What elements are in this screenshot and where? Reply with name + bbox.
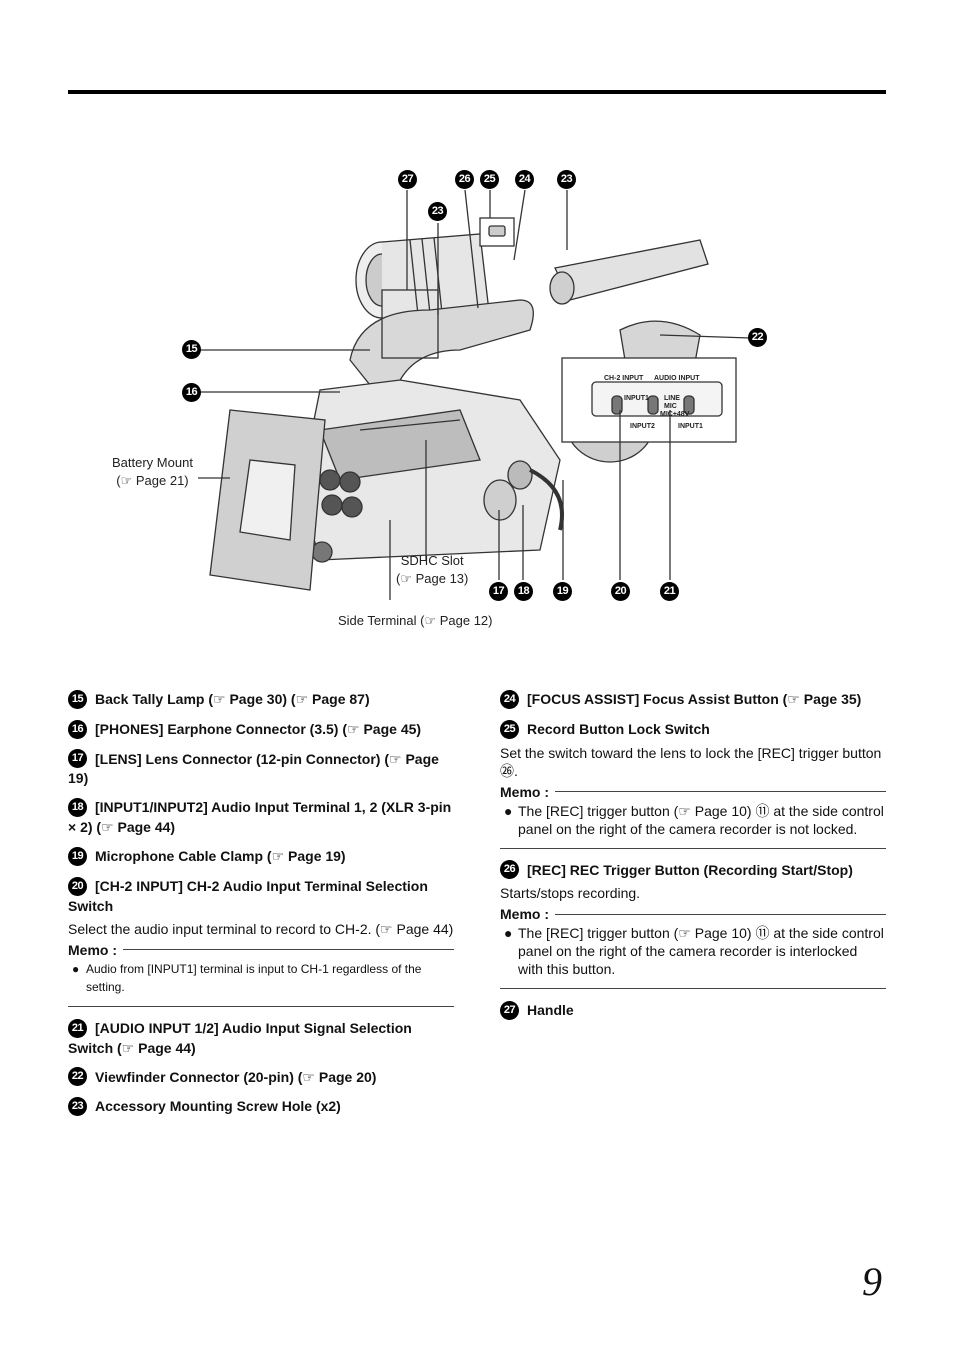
item-number: 22 <box>68 1067 87 1087</box>
item-16: 16 [PHONES] Earphone Connector (3.5) (☞ P… <box>68 719 454 740</box>
item-number: 18 <box>68 798 87 818</box>
callout-number: 24 <box>515 170 534 189</box>
item-number: 23 <box>68 1097 87 1117</box>
callout-number: 15 <box>182 340 201 359</box>
inset-ch2-label: CH-2 INPUT <box>604 375 644 382</box>
bullet-icon: ● <box>72 961 80 976</box>
memo-body: The [REC] trigger button (☞ Page 10) ⑪ a… <box>518 925 884 978</box>
memo-text: ● Audio from [INPUT1] terminal is input t… <box>68 960 454 996</box>
battery-mount-label: Battery Mount <box>112 455 193 470</box>
callout-number: 19 <box>553 582 572 601</box>
right-column: 24 [FOCUS ASSIST] Focus Assist Button (☞ … <box>500 689 886 1031</box>
side-terminal-callout: Side Terminal (☞ Page 12) <box>338 613 493 628</box>
item-title: Accessory Mounting Screw Hole (x2) <box>95 1098 341 1115</box>
item-22: 22 Viewfinder Connector (20-pin) (☞ Page … <box>68 1067 454 1088</box>
item-title: [AUDIO INPUT 1/2] Audio Input Signal Sel… <box>68 1019 412 1056</box>
item-number: 16 <box>68 719 87 739</box>
memo-title: Memo : <box>68 941 117 958</box>
item-description: Select the audio input terminal to recor… <box>68 920 454 937</box>
item-title: [FOCUS ASSIST] Focus Assist Button (☞ Pa… <box>527 691 862 707</box>
camera-illustration: CH-2 INPUT AUDIO INPUT INPUT2 INPUT1 INP… <box>100 160 800 640</box>
item-25: 25 Record Button Lock Switch Set the swit… <box>500 719 886 849</box>
item-title: Microphone Cable Clamp (☞ Page 19) <box>95 848 346 865</box>
item-title: [INPUT1/INPUT2] Audio Input Terminal 1, … <box>68 799 452 836</box>
memo-rule <box>123 949 454 951</box>
memo-body: The [REC] trigger button (☞ Page 10) ⑪ a… <box>518 802 884 837</box>
callout-number: 20 <box>611 582 630 601</box>
item-title: Record Button Lock Switch <box>527 720 710 737</box>
memo-rule <box>555 913 886 915</box>
memo-body: Audio from [INPUT1] terminal is input to… <box>86 961 422 994</box>
inset-input2-label: INPUT2 <box>630 423 655 430</box>
item-number: 27 <box>500 1001 519 1021</box>
item-26: 26 [REC] REC Trigger Button (Recording St… <box>500 860 886 990</box>
callout-number: 26 <box>455 170 474 189</box>
item-21: 21[AUDIO INPUT 1/2] Audio Input Signal S… <box>68 1018 454 1058</box>
memo-text: ● The [REC] trigger button (☞ Page 10) ⑪ … <box>500 802 886 838</box>
item-18: 18[INPUT1/INPUT2] Audio Input Terminal 1… <box>68 798 454 837</box>
item-title: Back Tally Lamp (☞ Page 30) (☞ Page 87) <box>95 691 370 707</box>
item-15: 15 Back Tally Lamp (☞ Page 30) (☞ Page 87… <box>68 689 454 710</box>
memo-box: Memo : ● Audio from [INPUT1] terminal is … <box>68 942 454 1007</box>
callout-number: 17 <box>489 582 508 601</box>
item-description: Set the switch toward the lens to lock t… <box>500 744 882 779</box>
item-title: [PHONES] Earphone Connector (3.5) (☞ Pag… <box>95 720 422 737</box>
memo-text: ● The [REC] trigger button (☞ Page 10) ⑪ … <box>500 924 886 978</box>
sdhc-slot-callout: SDHC Slot (☞ Page 13) <box>396 552 468 588</box>
inset-mic48-label: MIC+48V <box>660 411 690 418</box>
callout-number: 25 <box>480 170 499 189</box>
item-number: 15 <box>68 689 87 709</box>
callout-number: 23 <box>557 170 576 189</box>
header-rule <box>68 90 886 94</box>
item-title: [REC] REC Trigger Button (Recording Star… <box>527 861 853 878</box>
item-title: Handle <box>527 1002 574 1019</box>
inset-mic-label: MIC <box>664 403 677 410</box>
bullet-icon: ● <box>504 802 513 819</box>
inset-audio-label: AUDIO INPUT <box>654 375 700 382</box>
item-title: Viewfinder Connector (20-pin) (☞ Page 20… <box>95 1068 377 1085</box>
item-number: 19 <box>68 846 87 866</box>
item-description: Starts/stops recording. <box>500 885 641 902</box>
inset-input1-small: INPUT1 <box>624 395 649 402</box>
inset-line-label: LINE <box>664 395 680 402</box>
item-19: 19 Microphone Cable Clamp (☞ Page 19) <box>68 846 454 867</box>
callout-number: 21 <box>660 582 679 601</box>
item-20: 20[CH-2 INPUT] CH-2 Audio Input Terminal… <box>68 876 454 1007</box>
callout-number: 27 <box>398 170 417 189</box>
item-27: 27 Handle <box>500 1001 886 1021</box>
battery-mount-callout: Battery Mount (☞ Page 21) <box>112 454 193 490</box>
memo-title: Memo : <box>500 783 549 800</box>
battery-mount-ref: (☞ Page 21) <box>116 473 189 488</box>
page-number: 9 <box>862 1259 882 1304</box>
inset-input1-label: INPUT1 <box>678 423 703 430</box>
callout-number: 22 <box>748 328 767 347</box>
camera-drawing: CH-2 INPUT AUDIO INPUT INPUT2 INPUT1 INP… <box>198 189 751 600</box>
item-number: 20 <box>68 876 87 896</box>
item-number: 17 <box>68 749 87 769</box>
item-number: 21 <box>68 1018 87 1038</box>
callout-number: 18 <box>514 582 533 601</box>
sdhc-slot-label: SDHC Slot <box>400 553 464 568</box>
bullet-icon: ● <box>504 925 513 942</box>
item-number: 24 <box>500 689 519 709</box>
left-column: 15 Back Tally Lamp (☞ Page 30) (☞ Page 87… <box>68 689 454 1127</box>
callout-number: 23 <box>428 202 447 221</box>
item-number: 25 <box>500 719 519 739</box>
memo-box: Memo : ● The [REC] trigger button (☞ Page… <box>500 784 886 849</box>
item-24: 24 [FOCUS ASSIST] Focus Assist Button (☞ … <box>500 689 886 710</box>
sdhc-slot-ref: (☞ Page 13) <box>396 571 469 586</box>
item-23: 23 Accessory Mounting Screw Hole (x2) <box>68 1097 454 1117</box>
item-number: 26 <box>500 860 519 880</box>
item-17: 17[LENS] Lens Connector (12-pin Connecto… <box>68 749 454 789</box>
memo-title: Memo : <box>500 906 549 923</box>
memo-rule <box>555 791 886 793</box>
item-title: [LENS] Lens Connector (12-pin Connector)… <box>68 750 439 787</box>
item-title: [CH-2 INPUT] CH-2 Audio Input Terminal S… <box>68 877 428 914</box>
callout-number: 16 <box>182 383 201 402</box>
memo-box: Memo : ● The [REC] trigger button (☞ Page… <box>500 906 886 990</box>
